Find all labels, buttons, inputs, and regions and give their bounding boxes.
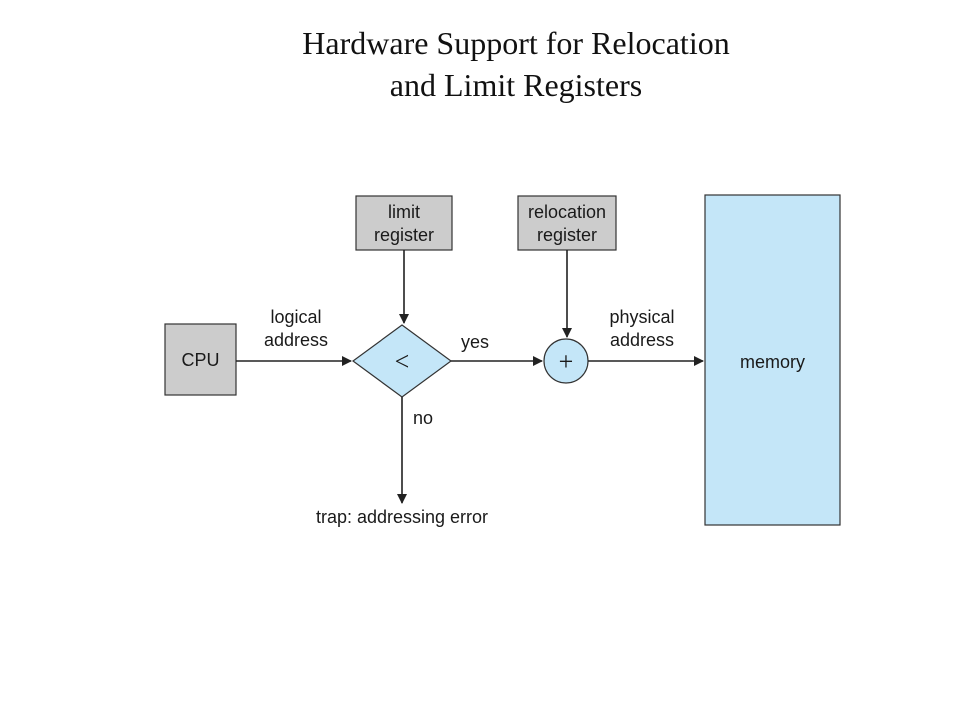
- memory-box: [704, 194, 841, 526]
- cpu-box: [164, 323, 237, 396]
- cpu-label: CPU: [181, 350, 219, 370]
- adder-symbol: +: [559, 347, 574, 376]
- trap-label: trap: addressing error: [316, 507, 488, 527]
- relocation-register-box: [517, 195, 617, 251]
- relocation-register-label-line-1: relocation: [528, 202, 606, 222]
- logical-address-label-line-2: address: [264, 330, 328, 350]
- title-line-1: Hardware Support for Relocation: [302, 25, 730, 61]
- comparator-symbol: <: [395, 347, 410, 376]
- logical-address-label-line-1: logical: [270, 307, 321, 327]
- limit-register-box: [355, 195, 453, 251]
- page-title: Hardware Support for Relocation and Limi…: [0, 22, 960, 106]
- limit-register-label-line-2: register: [374, 225, 434, 245]
- title-line-2: and Limit Registers: [389, 67, 643, 103]
- relocation-register-label-line-2: register: [537, 225, 597, 245]
- memory-label: memory: [740, 352, 805, 372]
- limit-register-label-line-1: limit: [388, 202, 420, 222]
- physical-address-label-line-1: physical: [609, 307, 674, 327]
- yes-label: yes: [461, 332, 489, 352]
- no-label: no: [413, 408, 433, 428]
- physical-address-label-line-2: address: [610, 330, 674, 350]
